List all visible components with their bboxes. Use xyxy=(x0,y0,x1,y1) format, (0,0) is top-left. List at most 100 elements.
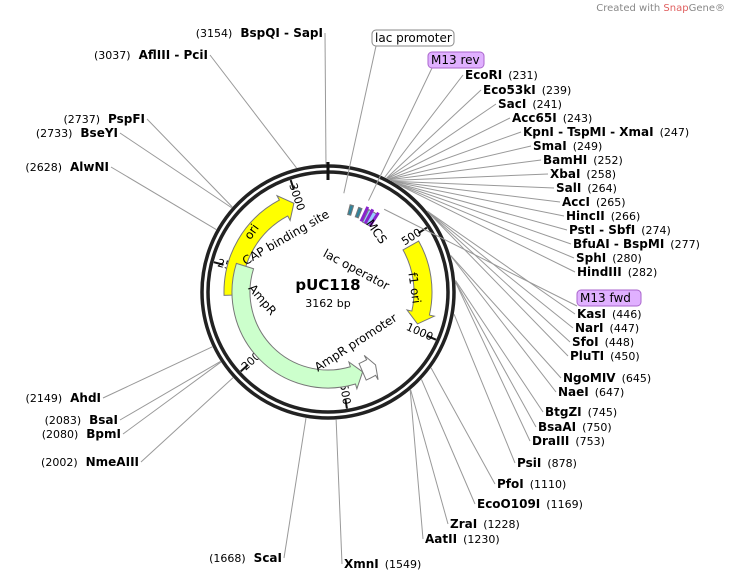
restriction-site[interactable]: EcoRI(231) xyxy=(465,68,538,82)
restriction-site[interactable]: (2628) AlwNI xyxy=(25,160,109,174)
restriction-site[interactable]: (2002)NmeAIII xyxy=(41,455,139,469)
restriction-site[interactable]: BamHI(252) xyxy=(543,153,623,167)
restriction-site[interactable]: AccI(265) xyxy=(562,195,626,209)
tick-label: 1000 xyxy=(404,320,435,343)
site-position: (2628) xyxy=(25,161,62,174)
restriction-site[interactable]: PfoI(1110) xyxy=(497,477,566,491)
site-leader-line xyxy=(394,182,568,231)
restriction-site[interactable]: (2733)BseYI xyxy=(36,126,118,140)
restriction-site[interactable]: HincII(266) xyxy=(566,209,640,223)
site-name: NarI xyxy=(575,321,604,335)
site-name: BtgZI xyxy=(545,405,582,419)
site-leader-line xyxy=(395,182,575,259)
site-leader-line xyxy=(455,281,537,428)
site-leader-line xyxy=(392,180,561,203)
site-position: (231) xyxy=(508,69,538,82)
site-name: SphI xyxy=(576,251,606,265)
site-position: (2737) xyxy=(63,113,100,126)
site-leader-line xyxy=(119,132,232,209)
site-leader-line xyxy=(427,211,571,343)
site-name: SfoI xyxy=(572,335,599,349)
site-leader-line xyxy=(392,180,565,217)
restriction-site[interactable]: KpnI - TspMI - XmaI(247) xyxy=(523,125,689,139)
restriction-site[interactable]: (2149)AhdI xyxy=(26,391,101,405)
site-name: AhdI xyxy=(70,391,101,405)
restriction-site[interactable]: PsiI(878) xyxy=(517,456,577,470)
site-leader-line xyxy=(430,367,496,485)
site-name: SalI xyxy=(556,181,581,195)
site-position: (2083) xyxy=(45,414,82,427)
restriction-site[interactable]: BsaAI(750) xyxy=(538,420,612,434)
restriction-site[interactable]: SphI (280) xyxy=(576,251,642,265)
restriction-site[interactable]: Acc65I(243) xyxy=(512,111,592,125)
restriction-site[interactable]: SmaI(249) xyxy=(533,139,602,153)
restriction-site[interactable]: DraIII(753) xyxy=(532,434,605,448)
site-leader-line xyxy=(386,89,482,179)
site-leader-line xyxy=(426,210,576,315)
restriction-site[interactable]: (2080)BpmI xyxy=(42,427,121,441)
feature-lac-operator xyxy=(354,206,363,219)
site-position: (264) xyxy=(587,182,617,195)
site-leader-line xyxy=(392,180,555,189)
restriction-site[interactable]: (1668)ScaI xyxy=(209,551,282,565)
restriction-site[interactable]: AatII (1230) xyxy=(425,532,500,546)
site-leader-line xyxy=(450,255,557,393)
site-position: (239) xyxy=(542,84,572,97)
restriction-site[interactable]: BtgZI (745) xyxy=(545,405,617,419)
restriction-site[interactable]: Eco53kI(239) xyxy=(483,83,571,97)
restriction-site[interactable]: NgoMIV(645) xyxy=(563,371,651,385)
site-name: PfoI xyxy=(497,477,524,491)
site-name: NmeAIII xyxy=(86,455,139,469)
restriction-site[interactable]: KasI (446) xyxy=(577,307,642,321)
primer-label: M13 fwd xyxy=(580,291,631,305)
restriction-site[interactable]: NarI(447) xyxy=(575,321,639,335)
site-position: (1230) xyxy=(463,533,500,546)
site-leader-line xyxy=(324,32,327,165)
restriction-site[interactable]: (2737)PspFI xyxy=(63,112,145,126)
feature-ampr xyxy=(231,262,364,391)
restriction-site[interactable]: ZraI(1228) xyxy=(450,517,520,531)
restriction-site[interactable]: BfuAI - BspMI(277) xyxy=(573,237,700,251)
restriction-site[interactable]: HindIII(282) xyxy=(577,265,657,279)
site-leader-line xyxy=(395,183,576,273)
site-name: Acc65I xyxy=(512,111,557,125)
site-name: KasI xyxy=(577,307,606,321)
feature-ampr-promoter xyxy=(358,354,379,381)
restriction-site[interactable]: SalI (264) xyxy=(556,181,617,195)
site-name: HincII xyxy=(566,209,605,223)
restriction-site[interactable]: EcoO109I(1169) xyxy=(477,497,583,511)
site-name: AlwNI xyxy=(70,160,109,174)
site-position: (1549) xyxy=(385,558,422,571)
primer-box xyxy=(371,29,455,47)
primer-box xyxy=(576,289,642,307)
site-leader-line xyxy=(119,360,221,421)
restriction-site[interactable]: (2083)BsaI xyxy=(45,413,118,427)
site-position: (446) xyxy=(612,308,642,321)
restriction-site[interactable]: PstI - SbfI(274) xyxy=(569,223,671,237)
site-position: (745) xyxy=(588,406,618,419)
site-name: SacI xyxy=(498,97,526,111)
restriction-site[interactable]: SacI(241) xyxy=(498,97,562,111)
restriction-site[interactable]: XmnI(1549) xyxy=(344,557,421,571)
restriction-site[interactable]: PluTI(450) xyxy=(570,349,640,363)
site-leader-line xyxy=(110,166,217,230)
site-position: (3154) xyxy=(196,27,233,40)
site-name: EcoO109I xyxy=(477,497,540,511)
restriction-site[interactable]: NaeI(647) xyxy=(558,385,624,399)
restriction-site[interactable]: SfoI(448) xyxy=(572,335,634,349)
site-position: (3037) xyxy=(94,49,131,62)
site-leader-line xyxy=(387,117,511,180)
site-name: SmaI xyxy=(533,139,567,153)
site-leader-line xyxy=(453,313,516,464)
site-position: (280) xyxy=(612,252,642,265)
site-leader-line xyxy=(421,379,476,505)
restriction-site[interactable]: (3154)BspQI - SapI xyxy=(196,26,323,40)
primer-label: lac promoter xyxy=(375,31,452,45)
site-name: NgoMIV xyxy=(563,371,616,385)
restriction-site[interactable]: XbaI(258) xyxy=(550,167,616,181)
site-name: AatII xyxy=(425,532,457,546)
feature-cap-binding-site xyxy=(347,204,355,216)
site-leader-line xyxy=(390,173,549,181)
restriction-site[interactable]: (3037)AflIII - PciI xyxy=(94,48,208,62)
